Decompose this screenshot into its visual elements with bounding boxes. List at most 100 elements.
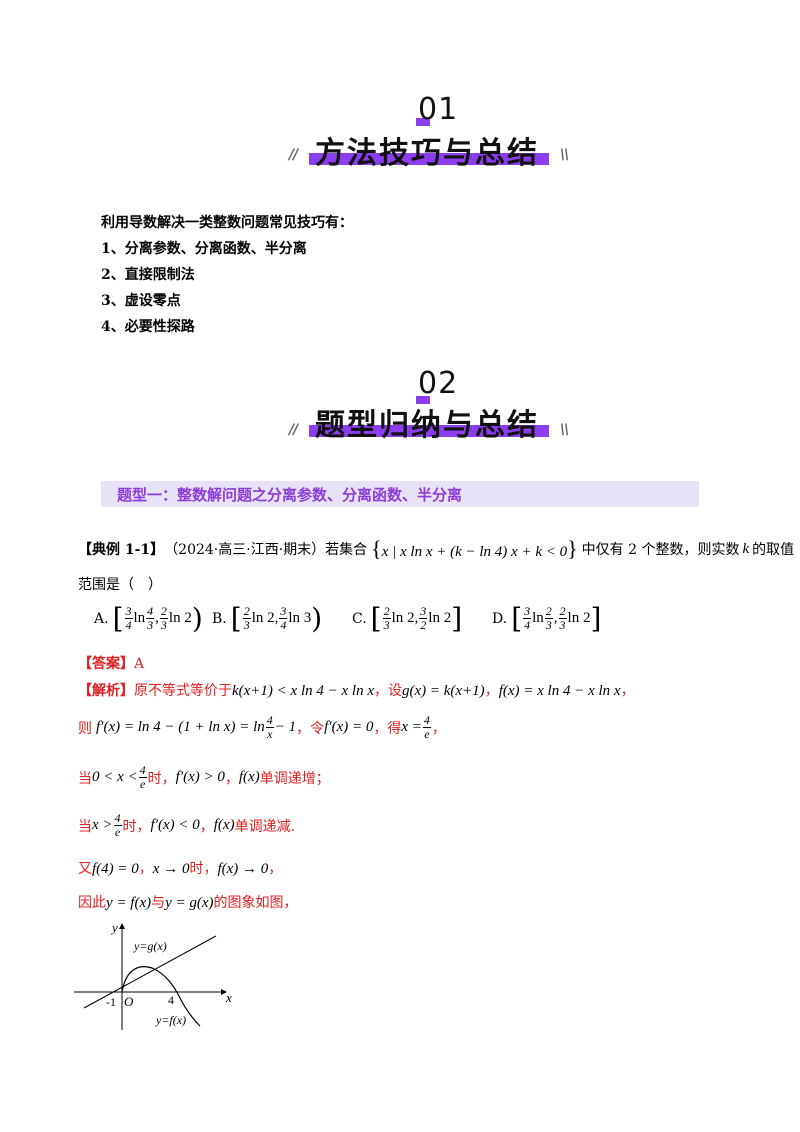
analysis-text: ， [268, 861, 283, 877]
option-d-comma: , [553, 610, 558, 626]
analysis-math: f(x) [238, 769, 260, 785]
method-item-1: 1、分离参数、分离函数、半分离 [101, 241, 307, 257]
example-line-1: 【典例 1-1】 （2024·高三·江西·期末）若集合 {x | x ln x … [78, 536, 794, 562]
frac-den: e [114, 825, 121, 839]
example-line-2: 范围是（ ） [78, 577, 162, 593]
section1-title-block: 方法技巧与总结 [309, 128, 549, 171]
section1-slash-right: \\ [560, 147, 569, 163]
frac-num: 4 [265, 713, 274, 728]
frac-num: 4 [138, 763, 147, 778]
option-a-comma: , [155, 610, 159, 626]
option-c-open-bracket: [ [370, 602, 382, 635]
option-a-open-bracket: [ [112, 602, 124, 635]
analysis-text: 单调递减. [234, 818, 296, 835]
analysis-text: ，得 [373, 720, 402, 737]
frac-den: 4 [125, 618, 132, 632]
analysis-math: f(x) → 0 [217, 861, 269, 877]
analysis-math: f(4) = 0 [92, 861, 139, 877]
y-axis-label: y [110, 920, 118, 935]
analysis-text: 与 [151, 895, 166, 911]
example-k: k [742, 540, 750, 557]
analysis-text: 的图象如图， [213, 895, 298, 911]
analysis-math: f′(x) = 0 [324, 719, 374, 735]
g-label: y=g(x) [133, 939, 167, 953]
frac-num: 2 [159, 604, 168, 619]
option-c-letter: C. [352, 610, 367, 627]
option-d-ln: ln [532, 610, 544, 626]
analysis-line-5: 又f(4) = 0，x → 0时，f(x) → 0， [78, 858, 282, 878]
section1-title-bar [309, 153, 549, 165]
f-label: y=f(x) [155, 1013, 186, 1027]
frac-num: 4 [146, 604, 155, 619]
analysis-math: x → 0 [152, 861, 190, 877]
section2-slash-left: // [289, 422, 298, 438]
function-graph: y x O -1 4 y=g(x) y=f(x) [74, 920, 232, 1030]
section2-title-block: 题型归纳与总结 [309, 400, 549, 443]
example-tail: 中仅有 2 个整数，则实数 [581, 542, 740, 558]
analysis-label: 【解析】 [78, 683, 134, 699]
analysis-math: g(x) = k(x+1) [401, 683, 485, 699]
frac-num: 2 [242, 604, 251, 619]
analysis-math: y = f(x) [106, 895, 152, 911]
analysis-text: 时， [189, 861, 218, 877]
analysis-math: k(x+1) < x ln 4 − x ln x [232, 683, 374, 699]
analysis-text: ， [620, 683, 635, 699]
analysis-math: y = g(x) [165, 895, 214, 911]
f-curve [121, 966, 201, 1027]
option-c-mid: ln 2, [391, 610, 419, 626]
analysis-text: 单调递增； [259, 770, 330, 787]
analysis-math: x > [92, 817, 113, 833]
analysis-math: 0 < x < [92, 769, 138, 785]
frac-den: 3 [243, 618, 250, 632]
frac-num: 2 [558, 604, 567, 619]
method-item-4: 4、必要性探路 [101, 319, 195, 335]
analysis-math: f(x) [213, 817, 235, 833]
option-c-close-bracket: ] [451, 602, 463, 635]
frac-den: 2 [420, 618, 427, 632]
frac-den: x [267, 727, 273, 741]
frac-num: 2 [382, 604, 391, 619]
right-brace: } [567, 536, 578, 561]
analysis-math: f′(x) = ln 4 − (1 + ln x) = ln [96, 719, 265, 735]
section1-number-accent [416, 118, 430, 126]
example-source: （2024·高三·江西·期末）若集合 [164, 542, 368, 558]
neg-one-label: -1 [106, 995, 116, 1009]
section1-number: 01 [418, 92, 459, 127]
answer-value: A [134, 656, 145, 672]
analysis-text: ， [224, 770, 239, 787]
frac-den: 3 [383, 618, 390, 632]
section2-number: 02 [418, 366, 459, 401]
frac-den: 3 [160, 618, 167, 632]
analysis-math: − 1 [274, 719, 297, 735]
analysis-text: 又 [78, 861, 92, 877]
analysis-text: 原不等式等价于 [134, 683, 232, 699]
frac-num: 3 [279, 604, 288, 619]
answer-line: 【答案】A [78, 653, 144, 673]
frac-den: 3 [545, 618, 552, 632]
analysis-line-6: 因此y = f(x)与y = g(x)的图象如图， [78, 892, 298, 912]
section2-number-accent [416, 396, 430, 404]
section2-title: 题型归纳与总结 [315, 408, 539, 443]
analysis-text: ， [199, 818, 214, 835]
analysis-text: 时， [147, 770, 176, 787]
analysis-line-1: 【解析】原不等式等价于k(x+1) < x ln 4 − x ln x，设g(x… [78, 680, 635, 700]
option-c-tail: ln 2 [428, 610, 452, 626]
analysis-text: 当 [78, 770, 92, 787]
option-b-tail: ln 3 [288, 610, 312, 626]
section2-slash-right: \\ [560, 422, 569, 438]
option-d-open-bracket: [ [511, 602, 523, 635]
analysis-math: f′(x) > 0 [175, 769, 225, 785]
analysis-text: 因此 [78, 895, 106, 911]
option-d-close-bracket: ] [590, 602, 602, 635]
